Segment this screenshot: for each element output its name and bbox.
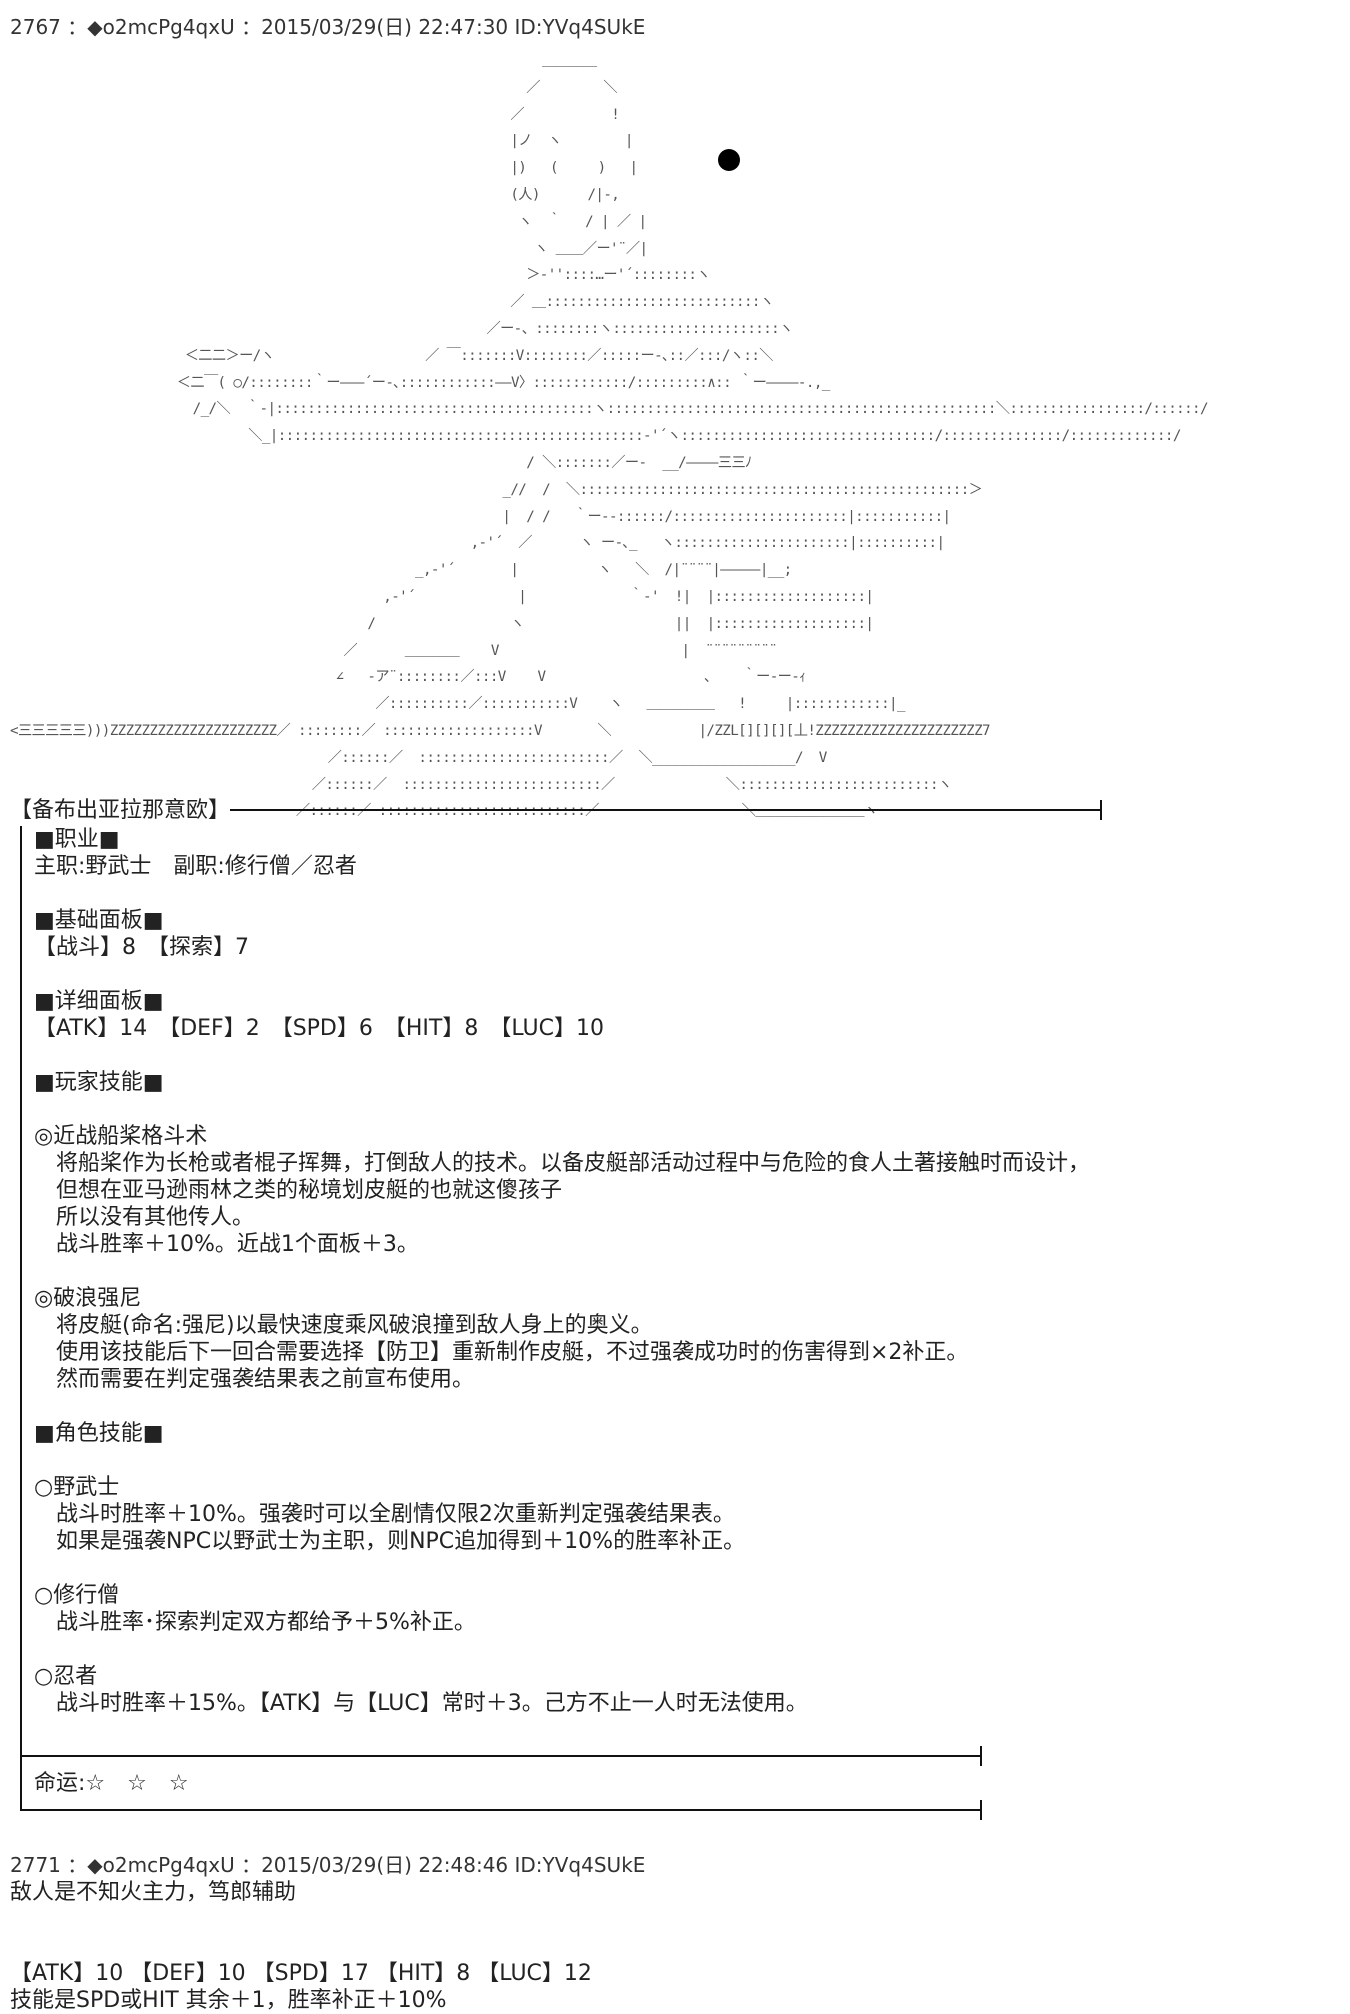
- sheet-line: ○忍者: [34, 1664, 98, 1689]
- sheet-line: 战斗时胜率＋15%。【ATK】与【LUC】常时＋3。己方不止一人时无法使用。: [34, 1691, 808, 1716]
- sheet-line: 将皮艇(命名:强尼)以最快速度乘风破浪撞到敌人身上的奥义。: [34, 1313, 653, 1338]
- sheet-line: ■详细面板■: [34, 989, 164, 1014]
- sheet-line: ○修行僧: [34, 1583, 120, 1608]
- sheet-left-border: [20, 826, 22, 1811]
- sheet-separator-rule-end: [980, 1746, 982, 1766]
- sheet-line: ◎破浪强尼: [34, 1286, 142, 1311]
- sheet-separator-rule: [20, 1755, 982, 1757]
- sheet-line: ■玩家技能■: [34, 1070, 164, 1095]
- sheet-line: ■基础面板■: [34, 908, 164, 933]
- sheet-line: 主职:野武士 副职:修行僧／忍者: [34, 854, 357, 879]
- sheet-line: 使用该技能后下一回合需要选择【防卫】重新制作皮艇，不过强袭成功时的伤害得到×2补…: [34, 1340, 969, 1365]
- post-header: 2767 ：◆o2mcPg4qxU ：2015/03/29(日) 22:47:3…: [10, 15, 646, 39]
- sheet-line: ■职业■: [34, 827, 120, 852]
- sheet-line: 但想在亚马逊雨林之类的秘境划皮艇的也就这傻孩子: [34, 1178, 563, 1203]
- sheet-line: ○野武士: [34, 1475, 120, 1500]
- fate-stars: 命运:☆ ☆ ☆: [34, 1771, 189, 1796]
- post-header: 2771 ：◆o2mcPg4qxU ：2015/03/29(日) 22:48:4…: [10, 1853, 646, 1877]
- sheet-line: ◎近战船桨格斗术: [34, 1124, 208, 1149]
- sheet-line: 将船桨作为长枪或者棍子挥舞，打倒敌人的技术。以备皮艇部活动过程中与危险的食人土著…: [34, 1151, 1091, 1176]
- sheet-title: 【备布出亚拉那意欧】: [10, 798, 231, 823]
- sheet-line: 如果是强袭NPC以野武士为主职，则NPC追加得到＋10%的胜率补正。: [34, 1529, 746, 1554]
- eye-dot-icon: [718, 149, 740, 171]
- sheet-line: 战斗胜率＋10%。近战1个面板＋3。: [34, 1232, 419, 1257]
- post-line: 技能是SPD或HIT 其余＋1，胜率补正＋10%: [10, 1988, 447, 2013]
- sheet-bottom-rule: [20, 1809, 982, 1811]
- sheet-line: 【战斗】8 【探索】7: [34, 935, 249, 960]
- post-line: 【ATK】10 【DEF】10 【SPD】17 【HIT】8 【LUC】12: [10, 1961, 592, 1986]
- sheet-line: 战斗胜率･探索判定双方都给予＋5%补正。: [34, 1610, 476, 1635]
- sheet-bottom-rule-end: [980, 1800, 982, 1820]
- sheet-line: 【ATK】14 【DEF】2 【SPD】6 【HIT】8 【LUC】10: [34, 1016, 604, 1041]
- sheet-line: 战斗时胜率＋10%。强袭时可以全剧情仅限2次重新判定强袭结果表。: [34, 1502, 735, 1527]
- sheet-line: ■角色技能■: [34, 1421, 164, 1446]
- sheet-line: 然而需要在判定强袭结果表之前宣布使用。: [34, 1367, 475, 1392]
- sheet-top-rule: [230, 809, 1102, 811]
- ascii-art-figure: ＿＿＿＿ ／ ＼ ／ !: [10, 53, 1209, 820]
- sheet-top-rule-end: [1100, 800, 1102, 820]
- post-line: 敌人是不知火主力，笃郎辅助: [10, 1880, 297, 1905]
- sheet-line: 所以没有其他传人。: [34, 1205, 255, 1230]
